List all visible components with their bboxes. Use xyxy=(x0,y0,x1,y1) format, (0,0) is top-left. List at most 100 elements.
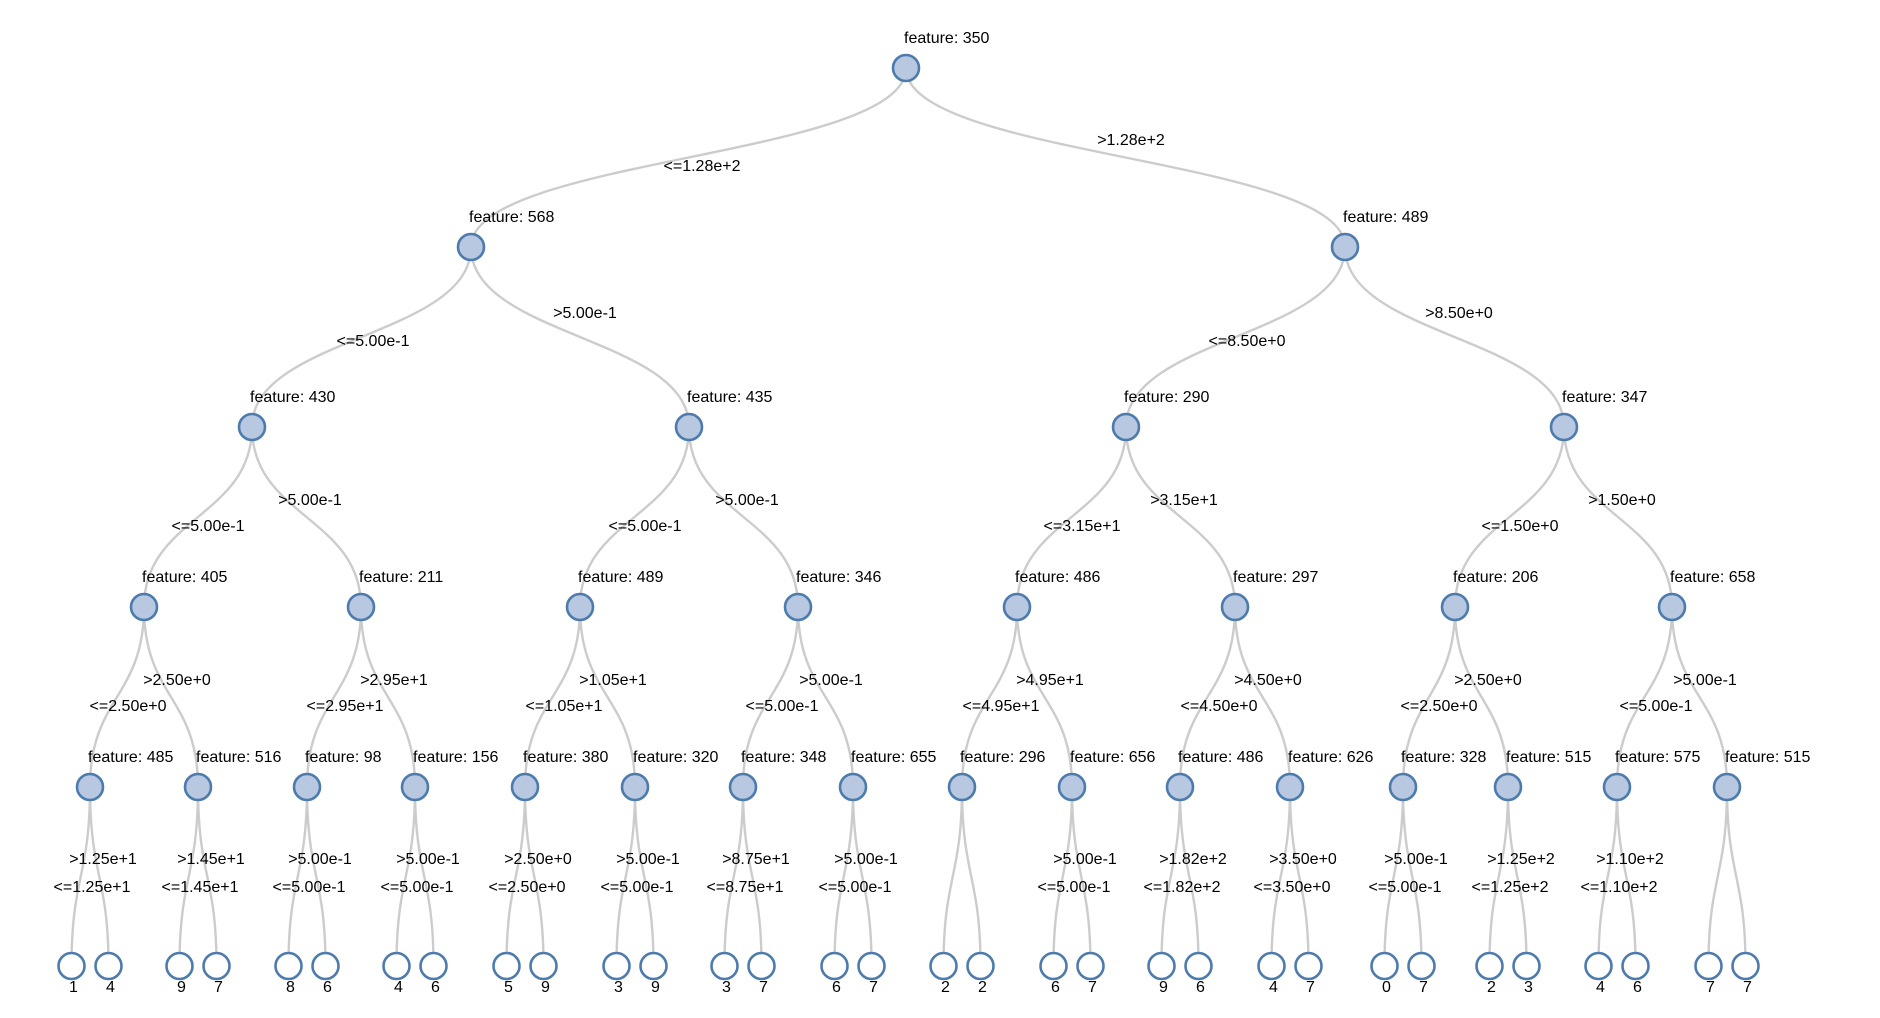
tree-edge xyxy=(469,245,691,429)
tree-edge xyxy=(1562,425,1674,609)
tree-edge xyxy=(88,785,110,968)
tree-edge xyxy=(741,605,800,789)
node-feature-label: feature: 575 xyxy=(1615,749,1701,766)
edge-condition-label: >2.50e+0 xyxy=(504,851,572,868)
leaf-node xyxy=(1294,951,1323,981)
edge-condition-label: >3.50e+0 xyxy=(1269,851,1337,868)
decision-node xyxy=(1002,592,1032,622)
leaf-node xyxy=(1147,951,1176,981)
tree-edge xyxy=(723,785,745,968)
edge-condition-label: >5.00e-1 xyxy=(1053,851,1117,868)
decision-node xyxy=(1057,772,1087,802)
decision-node xyxy=(1440,592,1470,622)
leaf-node xyxy=(94,951,123,981)
edge-condition-label: <=2.50e+0 xyxy=(489,879,566,896)
edge-condition-label: <=3.15e+1 xyxy=(1044,518,1121,535)
edge-condition-label: >5.00e-1 xyxy=(1673,672,1737,689)
edge-condition-label: <=2.50e+0 xyxy=(1401,698,1478,715)
edge-condition-label: >1.82e+2 xyxy=(1159,851,1227,868)
edge-condition-label: >5.00e-1 xyxy=(553,305,617,322)
tree-edge xyxy=(1670,605,1729,789)
tree-edge xyxy=(1506,785,1528,968)
edge-condition-label: >1.50e+0 xyxy=(1588,492,1656,509)
edge-condition-label: >5.00e-1 xyxy=(715,492,779,509)
leaf-value-label: 6 xyxy=(832,979,841,996)
edge-condition-label: >4.95e+1 xyxy=(1016,672,1084,689)
tree-edge xyxy=(413,785,435,968)
edge-condition-label: <=3.50e+0 xyxy=(1254,879,1331,896)
edge-condition-label: <=1.10e+2 xyxy=(1581,879,1658,896)
tree-edge xyxy=(741,785,763,968)
node-feature-label: feature: 515 xyxy=(1506,749,1592,766)
leaf-value-label: 7 xyxy=(759,979,768,996)
leaf-node xyxy=(1584,951,1613,981)
tree-edge xyxy=(505,785,527,968)
leaf-value-label: 4 xyxy=(1269,979,1278,996)
tree-edge xyxy=(70,785,92,968)
leaf-node xyxy=(1184,951,1213,981)
leaf-node xyxy=(492,951,521,981)
tree-edge xyxy=(615,785,637,968)
leaf-node xyxy=(820,951,849,981)
edge-condition-label: <=8.75e+1 xyxy=(707,879,784,896)
edge-condition-label: <=5.00e-1 xyxy=(1038,879,1111,896)
decision-node xyxy=(1220,592,1250,622)
tree-edge xyxy=(851,785,873,968)
leaf-value-label: 4 xyxy=(1596,979,1605,996)
edge-condition-label: >1.45e+1 xyxy=(177,851,245,868)
node-feature-label: feature: 206 xyxy=(1453,569,1539,586)
node-feature-label: feature: 290 xyxy=(1124,389,1210,406)
edge-condition-label: <=5.00e-1 xyxy=(1620,698,1693,715)
leaf-value-label: 3 xyxy=(722,979,731,996)
tree-edge xyxy=(88,605,146,789)
edge-condition-label: >2.50e+0 xyxy=(1454,672,1522,689)
leaf-value-label: 7 xyxy=(1088,979,1097,996)
node-feature-label: feature: 405 xyxy=(142,569,228,586)
edge-condition-label: <=1.82e+2 xyxy=(1144,879,1221,896)
node-feature-label: feature: 486 xyxy=(1015,569,1101,586)
node-feature-label: feature: 328 xyxy=(1401,749,1487,766)
edge-condition-label: <=2.95e+1 xyxy=(307,698,384,715)
tree-edge xyxy=(1124,245,1347,429)
edge-condition-label: <=5.00e-1 xyxy=(273,879,346,896)
edge-condition-label: >5.00e-1 xyxy=(799,672,863,689)
leaf-value-label: 4 xyxy=(106,979,115,996)
decision-node xyxy=(400,772,430,802)
leaf-node xyxy=(165,951,194,981)
tree-edge xyxy=(960,785,982,968)
edge-condition-label: >4.50e+0 xyxy=(1234,672,1302,689)
node-feature-label: feature: 656 xyxy=(1070,749,1156,766)
edge-condition-label: >1.10e+2 xyxy=(1596,851,1664,868)
node-feature-label: feature: 516 xyxy=(196,749,282,766)
node-feature-label: feature: 211 xyxy=(359,569,443,586)
tree-edge xyxy=(523,785,545,968)
tree-edge xyxy=(1707,785,1729,968)
leaf-value-label: 0 xyxy=(1382,979,1391,996)
tree-edge xyxy=(1070,785,1092,968)
edge-condition-label: >5.00e-1 xyxy=(1384,851,1448,868)
edge-condition-label: >8.75e+1 xyxy=(722,851,790,868)
leaf-value-label: 9 xyxy=(1159,979,1168,996)
leaf-node xyxy=(311,951,340,981)
leaf-value-label: 3 xyxy=(614,979,623,996)
tree-edge xyxy=(687,425,800,609)
node-feature-label: feature: 98 xyxy=(305,749,382,766)
tree-edge xyxy=(1288,785,1310,968)
leaf-node xyxy=(1512,951,1541,981)
node-feature-label: feature: 489 xyxy=(1343,209,1429,226)
node-feature-label: feature: 320 xyxy=(633,749,719,766)
decision-node xyxy=(728,772,758,802)
node-feature-label: feature: 489 xyxy=(578,569,664,586)
leaf-value-label: 8 xyxy=(286,979,295,996)
node-feature-label: feature: 350 xyxy=(904,30,990,47)
edge-condition-label: <=5.00e-1 xyxy=(746,698,819,715)
tree-edge xyxy=(578,605,637,789)
tree-edge xyxy=(523,605,582,789)
edge-condition-label: >1.05e+1 xyxy=(579,672,647,689)
leaf-node xyxy=(419,951,448,981)
tree-edge xyxy=(250,245,473,429)
decision-node xyxy=(1657,592,1687,622)
leaf-node xyxy=(1257,951,1286,981)
tree-edge xyxy=(1615,605,1674,789)
leaf-value-label: 6 xyxy=(323,979,332,996)
